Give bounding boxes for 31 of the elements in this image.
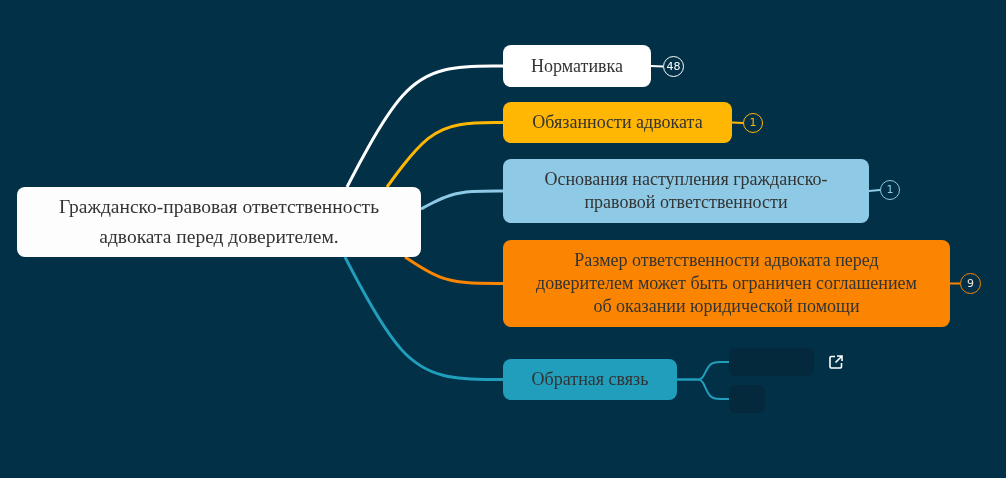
count-circle bbox=[960, 273, 981, 294]
branch-line bbox=[345, 64, 503, 188]
link-box bbox=[729, 385, 765, 413]
topic-text: Основания наступления гражданско-правовой ответственности bbox=[543, 168, 829, 214]
topic-text: Размер ответственности адвоката перед доверителем может быть ограничен соглашением об оказании юридической помощи bbox=[535, 249, 918, 318]
connector-line bbox=[731, 121, 744, 124]
link-box bbox=[729, 348, 814, 376]
branch-line bbox=[343, 256, 503, 381]
count-number: 9 bbox=[967, 277, 974, 290]
count-number: 48 bbox=[666, 60, 681, 73]
count-number: 1 bbox=[749, 117, 757, 129]
topic-box bbox=[503, 159, 869, 223]
branch-line bbox=[404, 255, 503, 285]
count-circle bbox=[880, 180, 900, 200]
branch-line bbox=[385, 121, 503, 188]
topic-text: Гражданско-правовая ответственность адвоката перед доверителем. bbox=[57, 195, 381, 249]
connector-line bbox=[650, 65, 664, 68]
branch-line bbox=[420, 189, 503, 211]
topic-text: Обязанности адвоката bbox=[532, 111, 703, 134]
connector-line bbox=[676, 378, 730, 400]
connector-line bbox=[868, 189, 881, 192]
topic-box bbox=[503, 45, 651, 87]
topic-box bbox=[503, 240, 950, 327]
topic-box bbox=[503, 359, 677, 400]
topic-text: Нормативка bbox=[531, 54, 623, 78]
count-circle bbox=[743, 113, 763, 133]
connector-line bbox=[949, 282, 961, 285]
count-number: 1 bbox=[886, 184, 894, 196]
topic-box bbox=[503, 102, 732, 143]
central-topic bbox=[17, 187, 421, 257]
topic-text: Обратная связь bbox=[531, 368, 649, 391]
